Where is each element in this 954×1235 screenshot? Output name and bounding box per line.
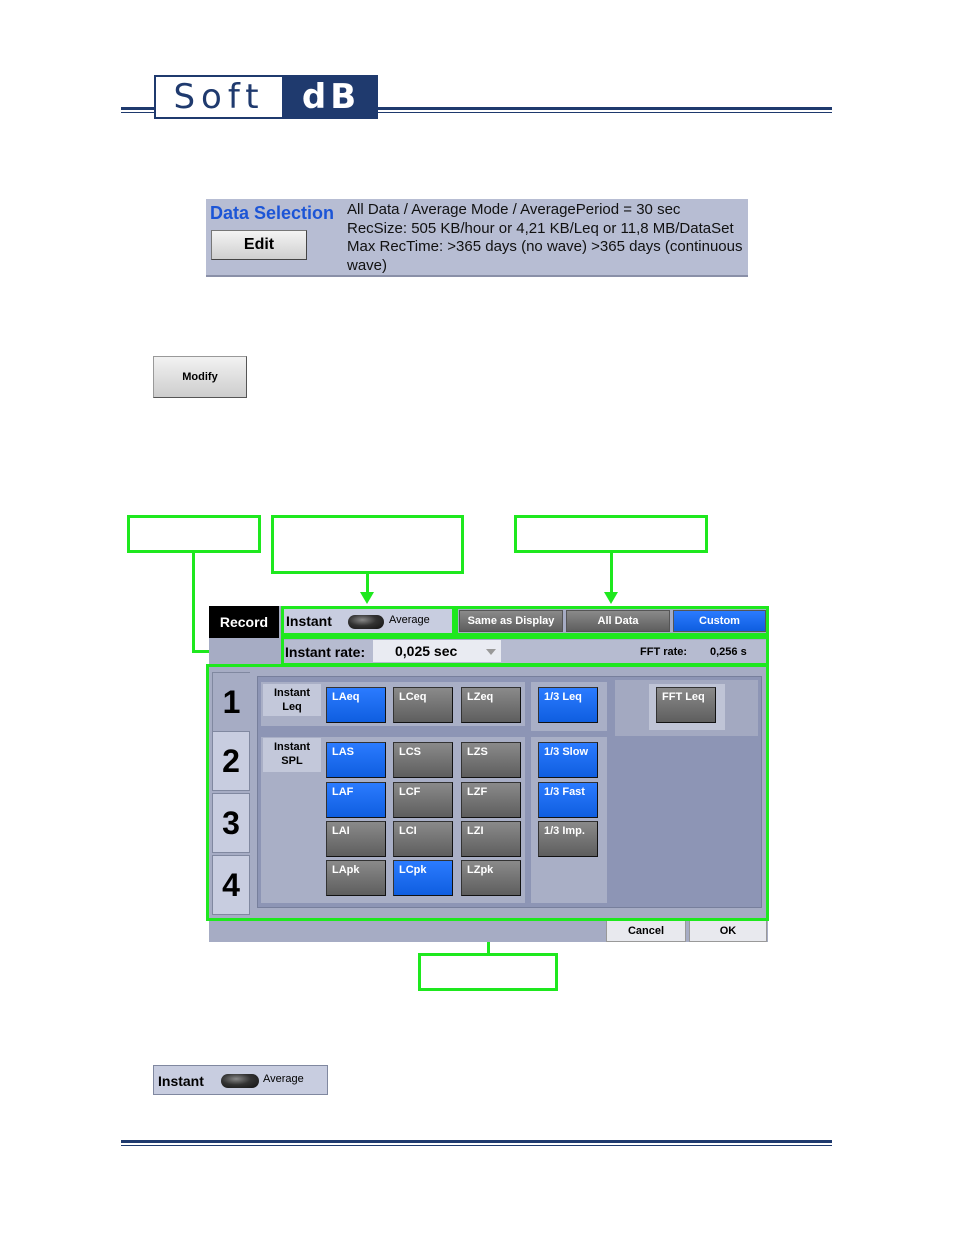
arrow-to-source xyxy=(604,592,618,604)
callout-box-left xyxy=(127,515,261,553)
btn-lzi[interactable]: LZI xyxy=(461,821,521,857)
btn-fft-leq[interactable]: FFT Leq xyxy=(656,687,716,723)
fft-rate-label: FFT rate: xyxy=(640,646,688,658)
btn-lci[interactable]: LCI xyxy=(393,821,453,857)
callout-box-source xyxy=(514,515,708,553)
btn-lzf[interactable]: LZF xyxy=(461,782,521,818)
highlight-source xyxy=(455,606,769,636)
source-all-data-button[interactable]: All Data xyxy=(566,610,670,632)
record-screen: Record Instant Average Same as Display A… xyxy=(209,606,768,942)
mode-toggle-switch[interactable] xyxy=(348,615,384,629)
data-selection-summary: All Data / Average Mode / AveragePeriod … xyxy=(347,201,747,275)
mini-instant-label: Instant xyxy=(158,1073,204,1089)
highlight-panel xyxy=(206,664,769,921)
source-custom-button[interactable]: Custom xyxy=(673,610,766,632)
btn-third-fast[interactable]: 1/3 Fast xyxy=(538,782,598,818)
btn-laeq[interactable]: LAeq xyxy=(326,687,386,723)
header-rule-thick xyxy=(121,107,832,110)
summary-line-recsize: RecSize: 505 KB/hour or 4,21 KB/Leq or 1… xyxy=(347,219,734,237)
connector-left-vertical xyxy=(192,553,195,652)
btn-las[interactable]: LAS xyxy=(326,742,386,778)
logo-soft-text: Soft xyxy=(154,75,284,119)
ok-button[interactable]: OK xyxy=(689,920,767,942)
data-selection-title: Data Selection xyxy=(210,203,335,223)
summary-line-mode: All Data / Average Mode / AveragePeriod … xyxy=(347,201,681,218)
highlight-mode xyxy=(281,606,455,636)
instant-average-toggle-sample: Instant Average xyxy=(153,1065,328,1095)
arrow-to-mode xyxy=(360,592,374,604)
instant-rate-dropdown[interactable]: 0,025 sec xyxy=(373,640,501,662)
btn-lzs[interactable]: LZS xyxy=(461,742,521,778)
footer-rule-thin xyxy=(121,1145,832,1146)
channel-panel: Instant Leq LAeq LCeq LZeq 1/3 Leq FFT L… xyxy=(257,676,762,908)
instant-rate-label: Instant rate: xyxy=(285,644,366,660)
btn-laf[interactable]: LAF xyxy=(326,782,386,818)
instant-spl-label: Instant SPL xyxy=(263,738,321,772)
average-label: Average xyxy=(389,614,430,626)
side-tab-4[interactable]: 4 xyxy=(212,855,250,915)
modify-button[interactable]: Modify xyxy=(153,356,247,398)
btn-lai[interactable]: LAI xyxy=(326,821,386,857)
summary-line-rectime: Max RecTime: >365 days (no wave) >365 da… xyxy=(347,238,743,274)
header-rule-thin xyxy=(121,112,832,113)
btn-lapk[interactable]: LApk xyxy=(326,860,386,896)
btn-third-impulse[interactable]: 1/3 Imp. xyxy=(538,821,598,857)
footer-rule-thick xyxy=(121,1140,832,1143)
cancel-button[interactable]: Cancel xyxy=(606,920,686,942)
side-tab-2[interactable]: 2 xyxy=(212,731,250,791)
mini-average-label: Average xyxy=(263,1073,304,1085)
source-same-as-display-button[interactable]: Same as Display xyxy=(459,610,563,632)
btn-lcpk[interactable]: LCpk xyxy=(393,860,453,896)
instant-rate-value: 0,025 sec xyxy=(395,643,458,659)
fft-rate-value: 0,256 s xyxy=(710,646,747,658)
softdb-logo: Soft dB xyxy=(154,75,378,119)
connector-bottom xyxy=(487,935,490,953)
instant-label: Instant xyxy=(286,613,332,629)
callout-box-mode xyxy=(271,515,464,574)
edit-button[interactable]: Edit xyxy=(211,230,307,260)
dropdown-arrow-icon xyxy=(486,649,496,655)
instant-leq-label: Instant Leq xyxy=(263,684,321,716)
rate-row: Instant rate: 0,025 sec FFT rate: 0,256 … xyxy=(283,640,767,664)
data-selection-panel: Data Selection Edit All Data / Average M… xyxy=(206,199,748,277)
tab-record[interactable]: Record xyxy=(209,606,279,638)
btn-third-slow[interactable]: 1/3 Slow xyxy=(538,742,598,778)
mini-toggle-switch[interactable] xyxy=(221,1074,259,1088)
side-tab-3[interactable]: 3 xyxy=(212,793,250,853)
mode-toggle-group: Instant Average xyxy=(283,608,453,634)
logo-db-text: dB xyxy=(284,75,378,119)
callout-box-bottom xyxy=(418,953,558,991)
connector-mode xyxy=(366,574,369,594)
btn-third-leq[interactable]: 1/3 Leq xyxy=(538,687,598,723)
btn-lcf[interactable]: LCF xyxy=(393,782,453,818)
btn-lceq[interactable]: LCeq xyxy=(393,687,453,723)
btn-lzpk[interactable]: LZpk xyxy=(461,860,521,896)
btn-lzeq[interactable]: LZeq xyxy=(461,687,521,723)
highlight-rate-row xyxy=(281,636,769,666)
btn-lcs[interactable]: LCS xyxy=(393,742,453,778)
connector-source xyxy=(610,553,613,594)
